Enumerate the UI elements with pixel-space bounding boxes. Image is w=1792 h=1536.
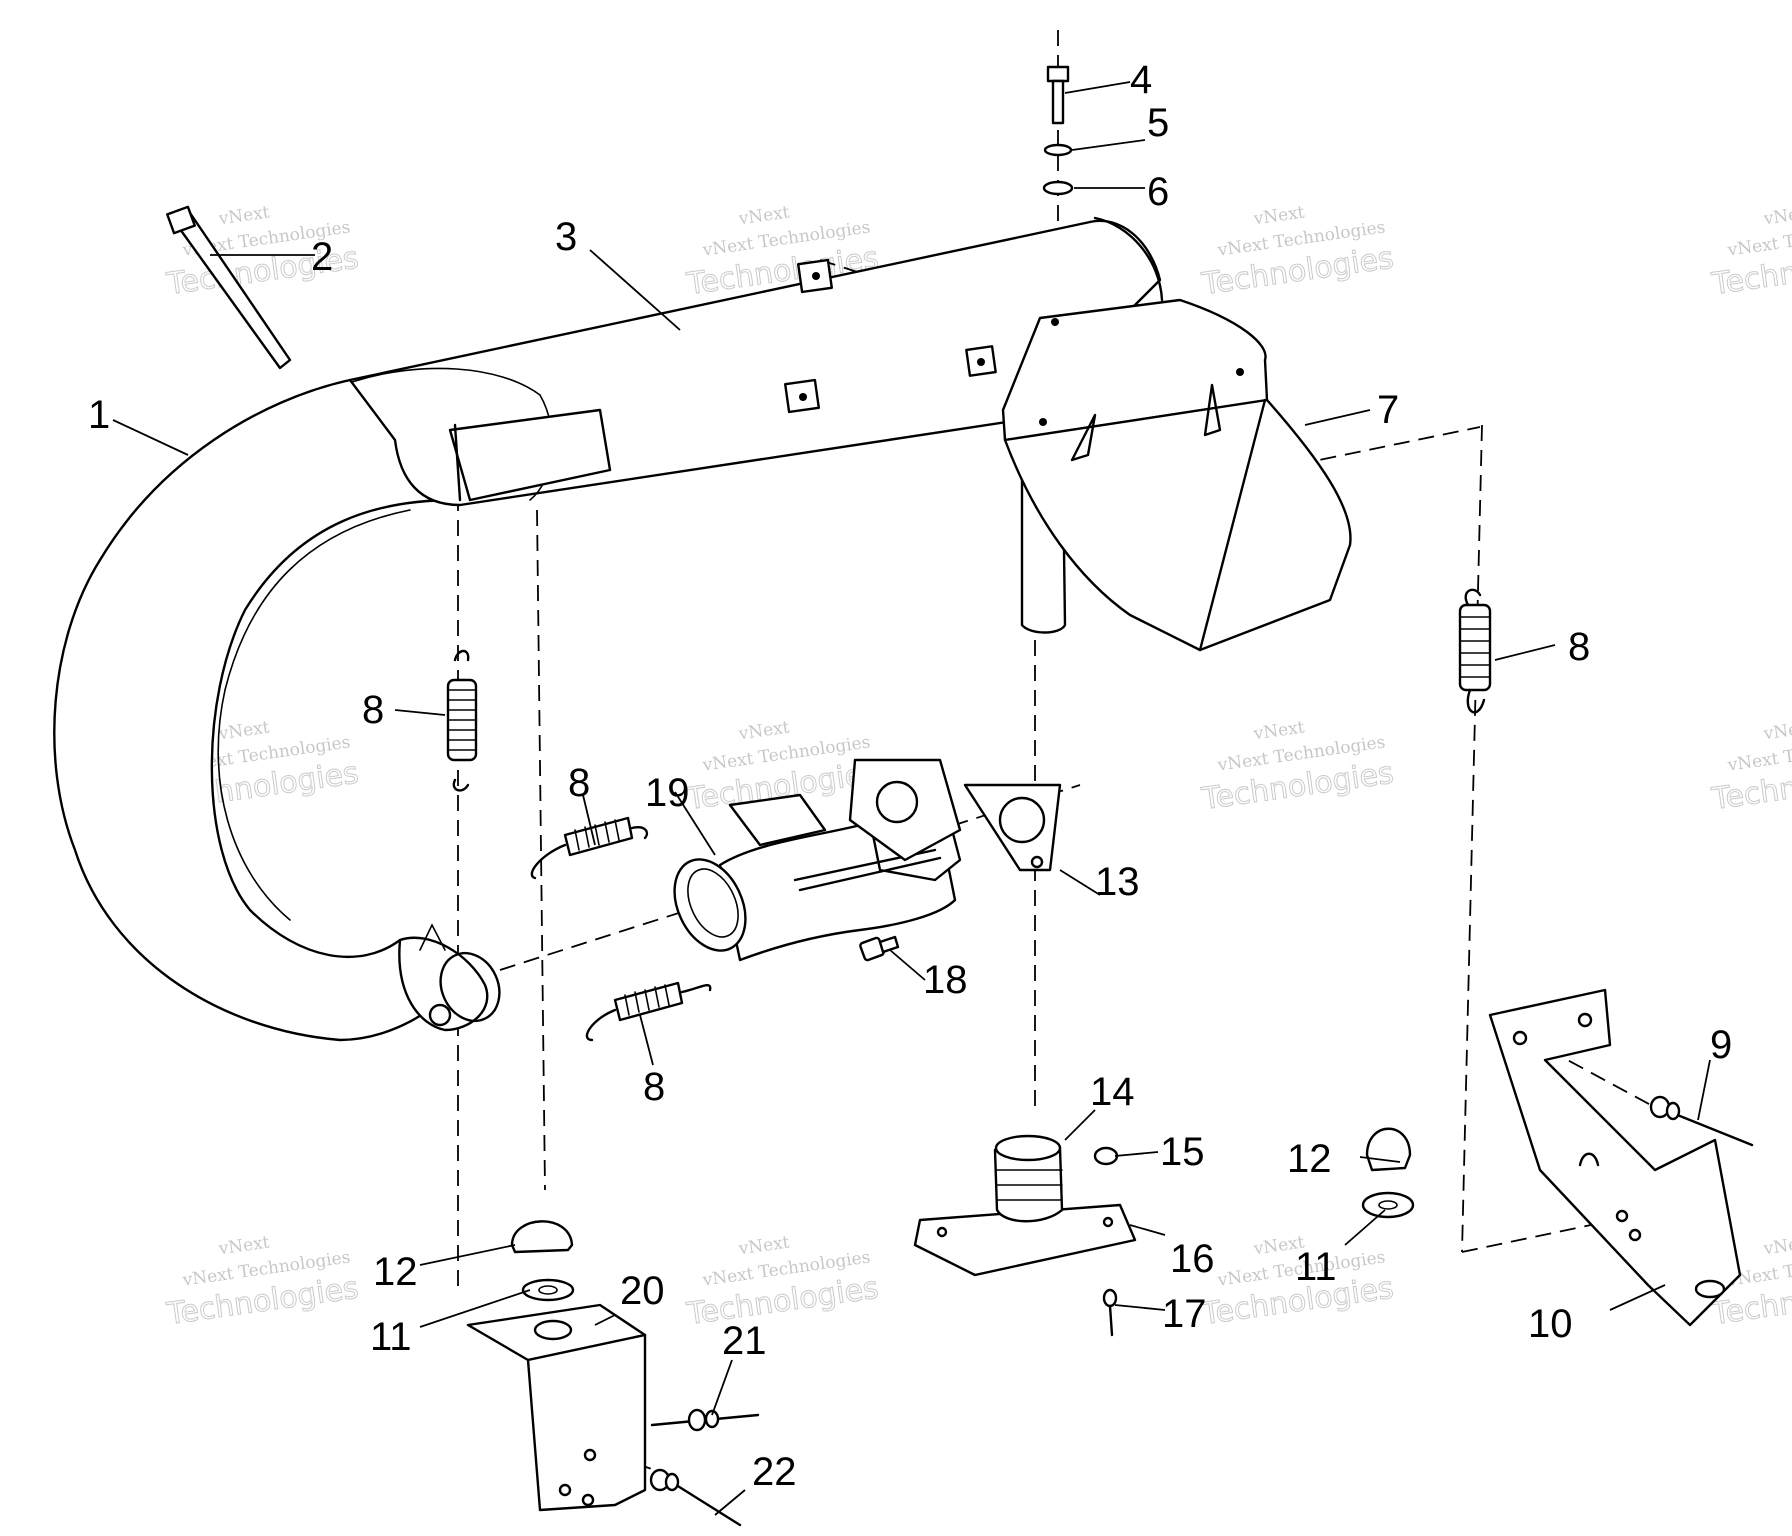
cable-tie-head [166, 205, 196, 235]
watermark: vNext vNext Technologies Technologies [1199, 717, 1397, 817]
flat-washer [1042, 180, 1074, 196]
bolt-head [1046, 65, 1070, 83]
right-bracket [1488, 988, 1742, 1327]
callout-label: 1 [88, 393, 110, 437]
callout-label: 8 [362, 688, 384, 732]
bumper-left [510, 1220, 575, 1302]
rubber-bumper [510, 1220, 574, 1254]
watermark: vNext vNext Technologies Technologies [164, 1232, 362, 1332]
svg-text:vNext: vNext [1252, 717, 1306, 744]
left-bracket [466, 1303, 647, 1512]
callout-label: 12 [1287, 1137, 1332, 1181]
manifold-outlet [673, 858, 747, 952]
callout-label: 14 [1090, 1070, 1135, 1114]
callout-label: 8 [568, 761, 590, 805]
guide-line [536, 509, 546, 1191]
callout-label: 11 [1295, 1245, 1337, 1289]
washer [1361, 1191, 1415, 1219]
muffler-end [1093, 216, 1164, 302]
springs [446, 588, 1492, 1042]
watermark: vNext vNext Technologies Technologies [684, 1232, 882, 1332]
svg-text:vNext: vNext [737, 1232, 791, 1259]
svg-text:vNext: vNext [1762, 1232, 1792, 1259]
callout-label: 21 [722, 1319, 767, 1363]
callout-label: 20 [620, 1269, 665, 1313]
pin [650, 1408, 760, 1432]
bolt-shank [1051, 79, 1065, 125]
callout-label: 8 [643, 1065, 665, 1109]
callout-label: 13 [1095, 860, 1140, 904]
watermark: vNext vNext Technologies Technologies [1199, 1232, 1397, 1332]
heat-shield [1001, 298, 1352, 652]
callout-label: 7 [1377, 388, 1399, 432]
guide-line [1461, 1219, 1616, 1253]
heat-shield-body [1003, 398, 1352, 652]
svg-text:vNext: vNext [1762, 202, 1792, 229]
rivet [1102, 1288, 1118, 1337]
callout-label: 12 [373, 1250, 418, 1294]
callout-label: 19 [645, 771, 690, 815]
callout-label: 10 [1528, 1302, 1573, 1346]
callout-label: 8 [1568, 625, 1590, 669]
callout-label: 18 [923, 958, 968, 1002]
callout-label: 17 [1162, 1292, 1207, 1336]
callout-labels: 1 2 3 4 5 6 7 8 8 8 8 9 10 11 11 12 12 1… [88, 58, 1732, 1494]
svg-text:vNext: vNext [1252, 202, 1306, 229]
svg-text:vNext: vNext [737, 717, 791, 744]
callout-label: 6 [1147, 170, 1169, 214]
callout-label: 15 [1160, 1130, 1205, 1174]
pin [1649, 1095, 1754, 1147]
manifold-bolt [859, 935, 900, 962]
spring [1458, 588, 1492, 714]
callout-label: 2 [311, 235, 333, 279]
pipe-inlet [398, 936, 489, 1032]
svg-text:vNext: vNext [737, 202, 791, 229]
svg-text:vNext: vNext [1762, 717, 1792, 744]
spring [530, 816, 649, 880]
washer [521, 1278, 575, 1302]
callout-label: 22 [752, 1450, 797, 1494]
muffler-tab [448, 408, 612, 502]
head-pipe-edge [217, 509, 411, 921]
spring [585, 981, 712, 1042]
svg-text:vNext: vNext [217, 1232, 271, 1259]
svg-text:vNext: vNext [217, 717, 271, 744]
cable-tie [166, 205, 292, 370]
nut [1093, 1146, 1119, 1166]
leader-lines [112, 81, 1711, 1516]
svg-text:vNext: vNext [217, 202, 271, 229]
spring [446, 649, 478, 792]
watermark: vNext vNext Technologies Technologies [1709, 202, 1792, 302]
watermark: vNext vNext Technologies Technologies [1709, 717, 1792, 817]
pin [649, 1468, 742, 1527]
guide-line [1461, 424, 1483, 1253]
callout-label: 9 [1710, 1023, 1732, 1067]
bracket-body [1488, 988, 1742, 1327]
lock-washer [1043, 143, 1073, 157]
bumper-right [1361, 1127, 1415, 1219]
grommet-plate [913, 1203, 1137, 1277]
watermark: vNext vNext Technologies Technologies [1199, 202, 1397, 302]
rubber-bumper [1365, 1127, 1412, 1172]
manifold-flange [728, 793, 827, 847]
callout-label: 11 [370, 1315, 412, 1359]
exhaust-pipe-muffler [53, 216, 1164, 1042]
callout-label: 3 [555, 215, 577, 259]
tailpipe-grommet [913, 1134, 1137, 1277]
spring-hook [419, 923, 446, 951]
bolt-washer-stack [1042, 65, 1074, 196]
bracket-side [526, 1333, 647, 1512]
callout-label: 16 [1170, 1237, 1215, 1281]
gaskets [848, 758, 1062, 872]
head-pipe [53, 378, 457, 1042]
callout-label: 5 [1147, 101, 1169, 145]
callout-label: 4 [1130, 58, 1152, 102]
